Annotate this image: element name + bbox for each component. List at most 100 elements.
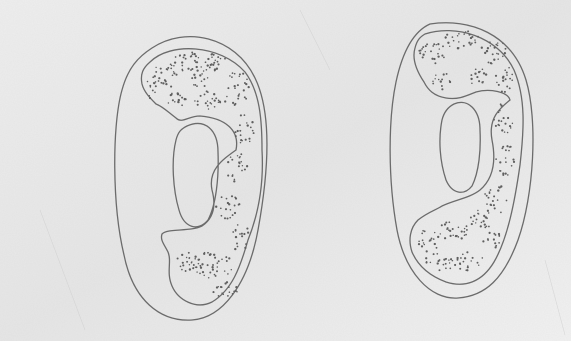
granule-dot (249, 141, 251, 143)
granule-dot (200, 267, 202, 269)
granule-dot (452, 228, 454, 230)
granule-dot (498, 242, 500, 244)
granule-dot (441, 85, 443, 87)
granule-dot (498, 120, 500, 122)
granule-dot (220, 207, 222, 209)
granule-dot (173, 71, 174, 72)
granule-dot (479, 71, 481, 73)
granule-dot (440, 80, 442, 82)
granule-dot (235, 286, 237, 288)
granule-dot (241, 235, 243, 237)
granule-dot (248, 138, 250, 140)
granule-dot (487, 47, 489, 49)
granule-dot (177, 92, 179, 94)
granule-dot (203, 275, 204, 276)
granule-dot (231, 159, 233, 161)
granule-dot (488, 212, 489, 213)
granule-dot (214, 106, 216, 108)
granule-dot (461, 231, 463, 233)
granule-dot (246, 165, 248, 167)
granule-dot (218, 260, 220, 262)
granule-dot (181, 97, 183, 99)
granule-dot (220, 286, 222, 288)
granule-dot (459, 268, 461, 270)
granule-dot (498, 233, 500, 235)
granule-dot (235, 229, 237, 231)
granule-dot (507, 117, 509, 119)
granule-dot (470, 78, 472, 80)
granule-dot (231, 76, 233, 78)
granule-dot (232, 72, 234, 74)
granule-dot (207, 64, 209, 66)
granule-dot (229, 217, 231, 219)
granule-dot (505, 157, 507, 159)
granule-dot (208, 277, 210, 279)
granule-dot (418, 243, 420, 245)
granule-dot (498, 186, 500, 188)
granule-dot (220, 58, 221, 59)
granule-dot (464, 228, 465, 229)
granule-dot (214, 274, 216, 276)
granule-dot (172, 74, 174, 76)
granule-dot (500, 212, 502, 214)
granule-dot (442, 45, 444, 47)
granule-dot (466, 251, 468, 253)
granule-dot (185, 98, 187, 100)
granule-dot (471, 83, 473, 85)
granule-dot (503, 117, 505, 119)
granule-dot (185, 58, 187, 60)
granule-dot (245, 139, 247, 141)
granule-dot (229, 75, 231, 77)
granule-dot (192, 267, 194, 269)
granule-dot (199, 273, 201, 275)
granule-dot (199, 265, 201, 267)
granule-dot (458, 41, 460, 43)
granule-dot (487, 238, 489, 240)
granule-dot (485, 73, 487, 75)
granule-dot (214, 99, 216, 101)
granule-dot (213, 54, 215, 56)
granule-dot (478, 264, 479, 265)
granule-dot (155, 71, 157, 73)
granule-dot (436, 253, 438, 255)
granule-dot (202, 271, 204, 273)
granule-dot (201, 263, 203, 265)
granule-dot (475, 222, 476, 223)
granule-dot (470, 217, 472, 219)
granule-dot (242, 165, 243, 166)
granule-dot (207, 264, 209, 266)
granule-dot (463, 45, 465, 47)
granule-dot (200, 95, 202, 97)
granule-dot (216, 270, 218, 272)
granule-dot (458, 227, 460, 229)
granule-dot (234, 103, 236, 105)
granule-dot (425, 45, 427, 47)
granule-dot (201, 80, 203, 82)
granule-dot (502, 174, 504, 176)
granule-dot (224, 100, 226, 102)
granule-dot (167, 67, 169, 69)
granule-dot (231, 175, 233, 177)
granule-dot (212, 291, 214, 293)
granule-dot (466, 229, 468, 231)
granule-dot (476, 218, 478, 220)
granule-dot (210, 64, 212, 66)
granule-dot (431, 58, 433, 60)
granule-dot (453, 40, 455, 42)
granule-dot (194, 258, 196, 260)
granule-dot (244, 114, 246, 116)
granule-dot (241, 140, 243, 142)
granule-dot (449, 230, 451, 232)
granule-dot (438, 79, 440, 81)
granule-dot (197, 100, 199, 102)
granule-dot (209, 66, 211, 68)
granule-dot (493, 238, 495, 240)
granule-dot (227, 175, 229, 177)
granule-dot (506, 200, 508, 202)
granule-dot (238, 165, 240, 167)
granule-dot (213, 93, 215, 95)
granule-dot (457, 236, 459, 238)
granule-dot (233, 180, 235, 182)
granule-dot (243, 233, 245, 235)
